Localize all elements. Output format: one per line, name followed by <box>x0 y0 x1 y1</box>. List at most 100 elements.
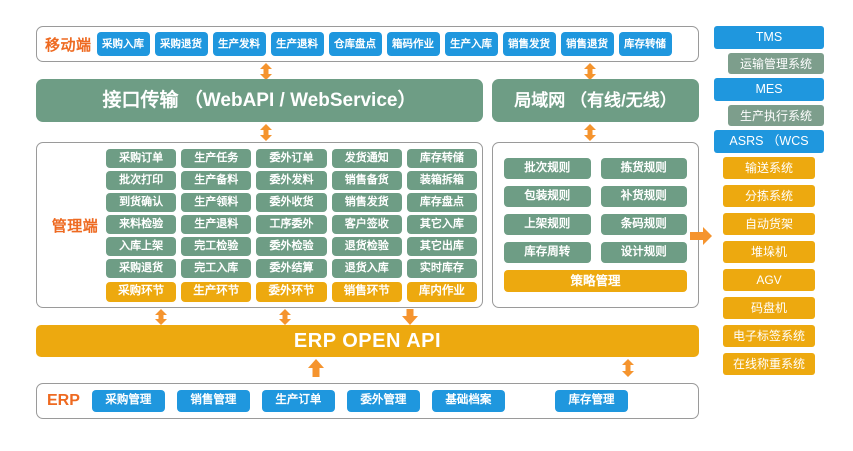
mgmt-item-s5[interactable]: 退货入库 <box>331 258 402 278</box>
system-mes-name: 生产执行系统 <box>728 105 824 126</box>
erp-panel: ERP 采购管理 销售管理 生产订单 委外管理 基础档案 库存管理 <box>36 383 699 419</box>
erp-item-master-data[interactable]: 基础档案 <box>431 390 505 412</box>
mgmt-item-w5[interactable]: 实时库存 <box>406 258 478 278</box>
mgmt-item-o3[interactable]: 工序委外 <box>256 214 327 234</box>
rules-panel: 批次规则 拣货规则 包装规则 补货规则 上架规则 条码规则 库存周转 设计规则 … <box>492 142 699 308</box>
rule-replenishment[interactable]: 补货规则 <box>600 186 687 207</box>
device-online-weighing[interactable]: 在线称重系统 <box>723 353 815 375</box>
rule-row: 包装规则 补货规则 <box>504 186 687 207</box>
mgmt-item-p4[interactable]: 入库上架 <box>106 236 177 256</box>
device-auto-rack[interactable]: 自动货架 <box>723 213 815 235</box>
mgmt-item-o5[interactable]: 委外结算 <box>256 258 327 278</box>
system-mes-code[interactable]: MES <box>714 78 824 101</box>
mgmt-item-w1[interactable]: 装箱拆箱 <box>406 170 478 190</box>
mgmt-item-w0[interactable]: 库存转储 <box>406 148 478 168</box>
mgmt-item-s3[interactable]: 客户签收 <box>331 214 402 234</box>
double-arrow-vertical-icon <box>580 63 600 80</box>
erp-item-purchase[interactable]: 采购管理 <box>91 390 165 412</box>
mgmt-footer-sales[interactable]: 销售环节 <box>331 281 402 302</box>
double-arrow-vertical-icon <box>151 309 171 325</box>
rule-row: 库存周转 设计规则 <box>504 242 687 263</box>
rules-footer-strategy[interactable]: 策略管理 <box>504 270 687 292</box>
device-stacker[interactable]: 堆垛机 <box>723 241 815 263</box>
arrow-up-icon <box>306 359 326 377</box>
mgmt-item-o2[interactable]: 委外收货 <box>256 192 327 212</box>
mobile-item-2[interactable]: 生产发料 <box>212 32 266 56</box>
rule-barcode[interactable]: 条码规则 <box>600 214 687 235</box>
erp-item-sales[interactable]: 销售管理 <box>176 390 250 412</box>
management-column-purchase: 采购订单 批次打印 到货确认 来料检验 入库上架 采购退货 采购环节 <box>106 148 177 302</box>
mgmt-item-o1[interactable]: 委外发料 <box>256 170 327 190</box>
mgmt-item-p5[interactable]: 采购退货 <box>106 258 177 278</box>
rule-row: 上架规则 条码规则 <box>504 214 687 235</box>
mgmt-item-r0[interactable]: 生产任务 <box>181 148 252 168</box>
management-client-panel: 管理端 采购订单 批次打印 到货确认 来料检验 入库上架 采购退货 采购环节 生… <box>36 142 483 308</box>
mobile-client-panel: 移动端 采购入库 采购退货 生产发料 生产退料 仓库盘点 箱码作业 生产入库 销… <box>36 26 699 62</box>
mgmt-footer-purchase[interactable]: 采购环节 <box>106 281 177 302</box>
system-tms-code[interactable]: TMS <box>714 26 824 49</box>
erp-item-inventory[interactable]: 库存管理 <box>555 390 628 412</box>
rule-packaging[interactable]: 包装规则 <box>504 186 591 207</box>
rule-batch[interactable]: 批次规则 <box>504 158 591 179</box>
mobile-item-1[interactable]: 采购退货 <box>154 32 208 56</box>
erp-item-production-order[interactable]: 生产订单 <box>261 390 335 412</box>
rule-picking[interactable]: 拣货规则 <box>600 158 687 179</box>
double-arrow-vertical-icon <box>275 309 295 325</box>
mgmt-item-p3[interactable]: 来料检验 <box>106 214 177 234</box>
mgmt-footer-outsourcing[interactable]: 委外环节 <box>256 281 327 302</box>
management-column-outsourcing: 委外订单 委外发料 委外收货 工序委外 委外检验 委外结算 委外环节 <box>256 148 327 302</box>
double-arrow-vertical-icon <box>618 359 638 377</box>
mobile-item-6[interactable]: 生产入库 <box>444 32 498 56</box>
erp-panel-label: ERP <box>47 392 80 409</box>
interface-transport-bar: 接口传输 （WebAPI / WebService） <box>36 79 483 122</box>
mobile-item-4[interactable]: 仓库盘点 <box>328 32 382 56</box>
mgmt-item-w2[interactable]: 库存盘点 <box>406 192 478 212</box>
double-arrow-vertical-icon <box>256 63 276 80</box>
mobile-item-3[interactable]: 生产退料 <box>270 32 324 56</box>
management-panel-label: 管理端 <box>51 217 99 235</box>
mobile-item-5[interactable]: 箱码作业 <box>386 32 440 56</box>
mobile-item-8[interactable]: 销售退货 <box>560 32 614 56</box>
mgmt-footer-warehouse[interactable]: 库内作业 <box>406 281 478 302</box>
rule-putaway[interactable]: 上架规则 <box>504 214 591 235</box>
system-tms-name: 运输管理系统 <box>728 53 824 74</box>
arrow-down-icon <box>400 309 420 325</box>
device-sorting[interactable]: 分拣系统 <box>723 185 815 207</box>
device-palletizer[interactable]: 码盘机 <box>723 297 815 319</box>
external-systems-sidebar: TMS 运输管理系统 MES 生产执行系统 ASRS （WCS 输送系统 分拣系… <box>714 26 824 381</box>
mgmt-footer-production[interactable]: 生产环节 <box>181 281 252 302</box>
mgmt-item-o0[interactable]: 委外订单 <box>256 148 327 168</box>
mgmt-item-p0[interactable]: 采购订单 <box>106 148 177 168</box>
erp-item-outsourcing[interactable]: 委外管理 <box>346 390 420 412</box>
double-arrow-vertical-icon <box>580 124 600 141</box>
mgmt-item-s0[interactable]: 发货通知 <box>331 148 402 168</box>
double-arrow-vertical-icon <box>256 124 276 141</box>
mgmt-item-o4[interactable]: 委外检验 <box>256 236 327 256</box>
lan-bar: 局域网 （有线/无线） <box>492 79 699 122</box>
mgmt-item-r1[interactable]: 生产备料 <box>181 170 252 190</box>
management-column-production: 生产任务 生产备料 生产领料 生产退料 完工检验 完工入库 生产环节 <box>181 148 252 302</box>
rule-design[interactable]: 设计规则 <box>600 242 687 263</box>
device-electronic-label[interactable]: 电子标签系统 <box>723 325 815 347</box>
mgmt-item-s2[interactable]: 销售发货 <box>331 192 402 212</box>
mgmt-item-r2[interactable]: 生产领料 <box>181 192 252 212</box>
mobile-panel-label: 移动端 <box>45 36 92 54</box>
mgmt-item-w3[interactable]: 其它入库 <box>406 214 478 234</box>
mgmt-item-p2[interactable]: 到货确认 <box>106 192 177 212</box>
mobile-item-0[interactable]: 采购入库 <box>96 32 150 56</box>
system-asrs-wcs[interactable]: ASRS （WCS <box>714 130 824 153</box>
mobile-item-7[interactable]: 销售发货 <box>502 32 556 56</box>
device-agv[interactable]: AGV <box>723 269 815 291</box>
mobile-item-9[interactable]: 库存转储 <box>618 32 672 56</box>
mgmt-item-s4[interactable]: 退货检验 <box>331 236 402 256</box>
mgmt-item-s1[interactable]: 销售备货 <box>331 170 402 190</box>
mgmt-item-w4[interactable]: 其它出库 <box>406 236 478 256</box>
mgmt-item-r4[interactable]: 完工检验 <box>181 236 252 256</box>
device-conveyor[interactable]: 输送系统 <box>723 157 815 179</box>
mgmt-item-r5[interactable]: 完工入库 <box>181 258 252 278</box>
management-column-warehouse: 库存转储 装箱拆箱 库存盘点 其它入库 其它出库 实时库存 库内作业 <box>406 148 478 302</box>
mgmt-item-r3[interactable]: 生产退料 <box>181 214 252 234</box>
mgmt-item-p1[interactable]: 批次打印 <box>106 170 177 190</box>
rule-turnover[interactable]: 库存周转 <box>504 242 591 263</box>
